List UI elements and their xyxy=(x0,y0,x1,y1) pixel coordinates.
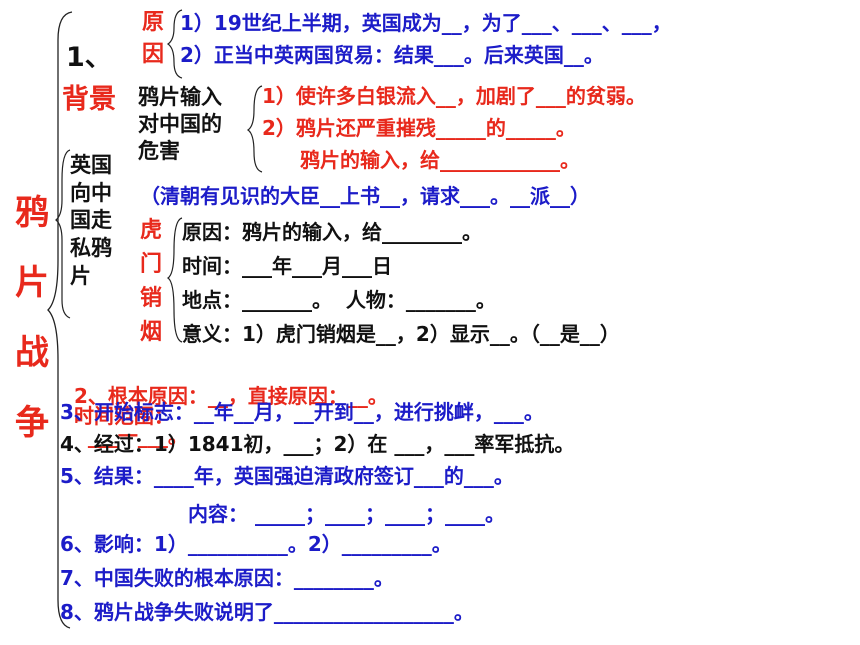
humen-char: 门 xyxy=(140,252,163,277)
item-2-range-label: 时间范围： xyxy=(73,404,174,428)
cause-line-1: 1）19世纪上半期，英国成为__，为了___、___、___， xyxy=(180,11,672,35)
harm-line-2: 2）鸦片还严重摧残_____的_____。 xyxy=(262,116,576,140)
item-6: 6、影响：1）__________。2）_________。 xyxy=(60,532,452,556)
harm-title-line: 危害 xyxy=(138,138,180,163)
harm-line-3: 鸦片的输入，给____________。 xyxy=(300,148,580,172)
humen-char: 烟 xyxy=(140,320,163,345)
humen-place: 地点：_______。 人物：_______。 xyxy=(182,288,496,312)
item-4: 4、经过：1）1841初，___；2）在 ___，___率军抵抗。 xyxy=(60,432,575,456)
harm-title-line: 鸦片输入 xyxy=(138,85,222,109)
humen-time: 时间：___年___月___日 xyxy=(182,254,392,278)
title-char: 片 xyxy=(15,263,49,303)
harm-line-1: 1）使许多白银流入__，加剧了___的贫弱。 xyxy=(262,84,646,108)
harm-title-line: 对中国的 xyxy=(138,111,222,136)
humen-char: 销 xyxy=(140,286,163,311)
humen-meaning: 意义：1）虎门销烟是__，2）显示__。（__是__） xyxy=(182,322,620,346)
title-char: 战 xyxy=(15,333,49,373)
harm-title: 鸦片输入 对中国的 危害 xyxy=(138,84,222,165)
item-2-causes: 2、根本原因：__，直接原因：__。 xyxy=(73,384,388,408)
officials-line: （清朝有见识的大臣__上书__，请求___。__派__） xyxy=(140,184,590,208)
item-2-range: ___一___。 xyxy=(73,424,188,448)
item-2: 2、根本原因：__，直接原因：__。 时间范围： ___一___。 xyxy=(60,366,388,446)
cause-char: 原 xyxy=(142,10,165,35)
item-5: 5、结果：____年，英国强迫清政府签订___的___。 xyxy=(60,464,514,488)
section-label: 背景 xyxy=(62,84,116,115)
item-3: 3、开始标志：__年__月，__开到__，进行挑衅，___。 xyxy=(60,400,544,424)
cause-char: 因 xyxy=(142,42,165,67)
section-number: 1、 xyxy=(66,42,112,73)
smuggle-label: 英国 向中 国走 私鸦 片 xyxy=(70,152,112,291)
smuggle-line: 片 xyxy=(70,263,91,288)
smuggle-line: 私鸦 xyxy=(70,236,112,261)
item-5-content: 内容： _____；____；____；____。 xyxy=(188,502,505,526)
item-7: 7、中国失败的根本原因：________。 xyxy=(60,566,394,590)
title-char: 鸦 xyxy=(15,193,49,233)
title-char: 争 xyxy=(15,403,49,443)
item-8: 8、鸦片战争失败说明了__________________。 xyxy=(60,600,474,624)
cause-line-2: 2）正当中英两国贸易：结果___。后来英国__。 xyxy=(180,43,604,67)
smuggle-line: 国走 xyxy=(70,208,112,233)
smuggle-line: 向中 xyxy=(70,180,112,205)
smuggle-line: 英国 xyxy=(70,153,112,177)
humen-cause: 原因：鸦片的输入，给________。 xyxy=(182,220,482,244)
humen-char: 虎 xyxy=(140,218,163,243)
